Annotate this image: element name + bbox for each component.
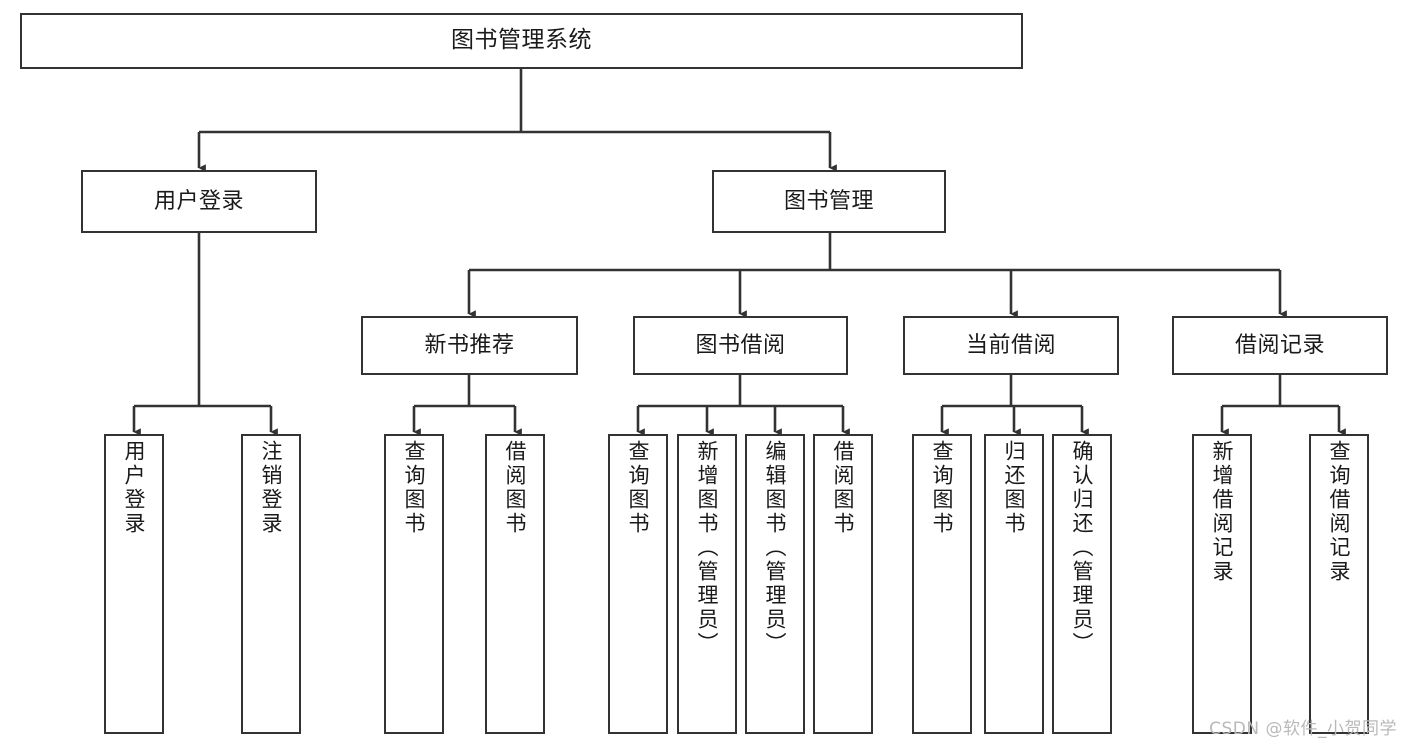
leaf-query-book-borrow[interactable]: 查询图书 <box>608 434 668 734</box>
leaf-query-borrow-record[interactable]: 查询借阅记录 <box>1309 434 1369 734</box>
leaf-query-book-current[interactable]: 查询图书 <box>912 434 972 734</box>
node-book-borrow-label: 图书借阅 <box>695 332 786 358</box>
node-new-book-recommend[interactable]: 新书推荐 <box>361 316 578 375</box>
leaf-return-book[interactable]: 归还图书 <box>984 434 1044 734</box>
node-current-borrow-label: 当前借阅 <box>965 332 1056 358</box>
node-root[interactable]: 图书管理系统 <box>20 13 1023 69</box>
leaf-label: 借阅图书 <box>831 440 856 536</box>
leaf-edit-book-admin[interactable]: 编辑图书（管理员） <box>745 434 805 734</box>
leaf-borrow-book-recommend[interactable]: 借阅图书 <box>485 434 545 734</box>
node-user-login-label: 用户登录 <box>153 188 244 214</box>
leaf-label: 注销登录 <box>259 440 284 536</box>
leaf-label: 归还图书 <box>1002 440 1027 536</box>
node-book-management[interactable]: 图书管理 <box>712 170 946 233</box>
node-root-label: 图书管理系统 <box>451 27 592 54</box>
leaf-label: 编辑图书（管理员） <box>763 440 788 656</box>
leaf-borrow-book[interactable]: 借阅图书 <box>813 434 873 734</box>
csdn-watermark: CSDN @软件_小贺同学 <box>1209 719 1397 739</box>
leaf-label: 确认归还（管理员） <box>1070 440 1095 656</box>
node-new-book-recommend-label: 新书推荐 <box>424 332 515 358</box>
leaf-label: 查询图书 <box>402 440 427 536</box>
leaf-add-book-admin[interactable]: 新增图书（管理员） <box>677 434 737 734</box>
leaf-confirm-return-admin[interactable]: 确认归还（管理员） <box>1052 434 1112 734</box>
leaf-label: 查询图书 <box>930 440 955 536</box>
node-borrow-record-label: 借阅记录 <box>1234 332 1325 358</box>
leaf-label: 查询图书 <box>626 440 651 536</box>
leaf-logout-login[interactable]: 注销登录 <box>241 434 301 734</box>
node-book-borrow[interactable]: 图书借阅 <box>633 316 848 375</box>
node-book-management-label: 图书管理 <box>783 188 874 214</box>
leaf-label: 借阅图书 <box>503 440 528 536</box>
leaf-label: 用户登录 <box>122 440 147 536</box>
leaf-add-borrow-record[interactable]: 新增借阅记录 <box>1192 434 1252 734</box>
node-user-login[interactable]: 用户登录 <box>81 170 317 233</box>
leaf-label: 新增图书（管理员） <box>695 440 720 656</box>
leaf-label: 查询借阅记录 <box>1327 440 1352 584</box>
leaf-label: 新增借阅记录 <box>1210 440 1235 584</box>
node-current-borrow[interactable]: 当前借阅 <box>903 316 1119 375</box>
leaf-user-login[interactable]: 用户登录 <box>104 434 164 734</box>
node-borrow-record[interactable]: 借阅记录 <box>1172 316 1388 375</box>
leaf-query-book-recommend[interactable]: 查询图书 <box>384 434 444 734</box>
